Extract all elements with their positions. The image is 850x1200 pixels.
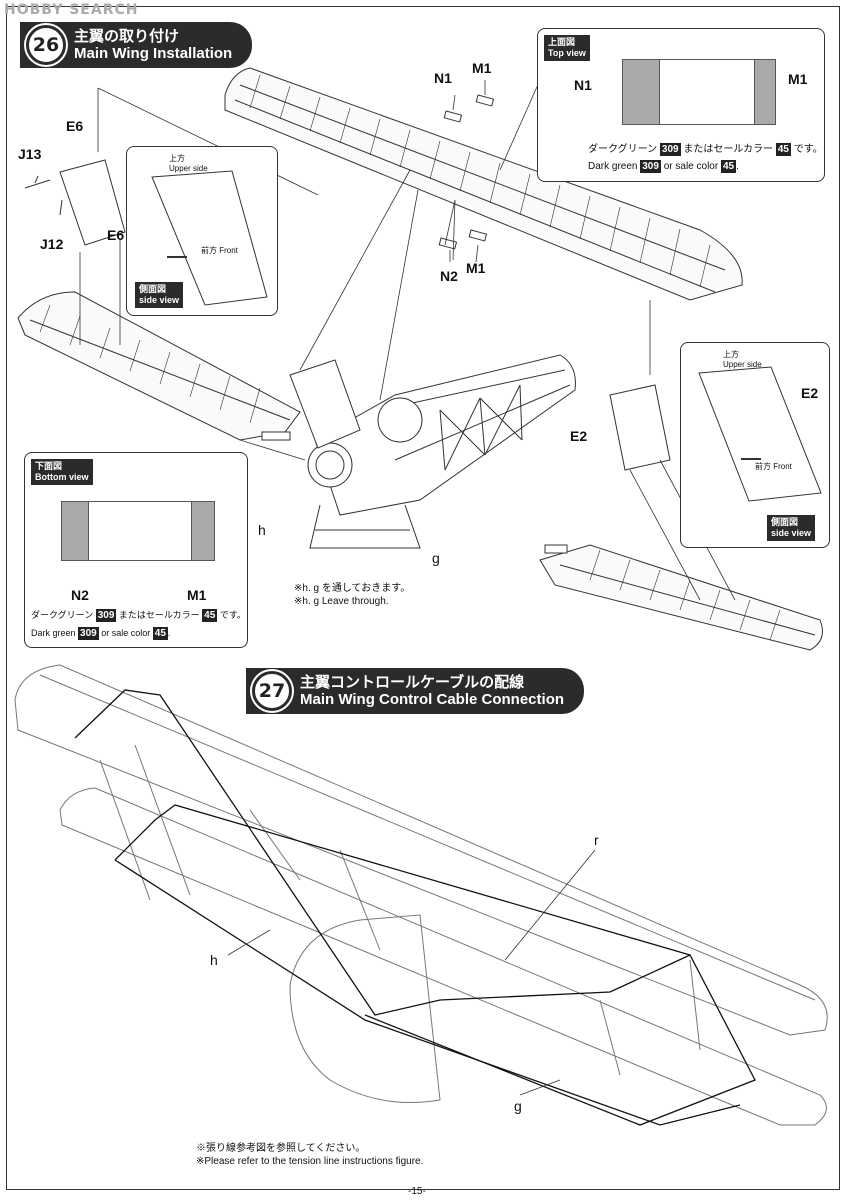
top-view-tag-en: Top view — [548, 48, 586, 58]
bottom-view-note-jp: ダークグリーン 309 またはセールカラー 45 です。 — [31, 609, 246, 622]
bottom-view-tag-en: Bottom view — [35, 472, 89, 482]
step-26-note-en: ※h. g Leave through. — [294, 596, 389, 607]
part-label-j13: J13 — [18, 146, 42, 162]
part-label-n1: N1 — [434, 70, 452, 86]
part-j13-drawing — [24, 175, 51, 189]
step-26-title-jp: 主翼の取り付け — [74, 27, 180, 45]
step-27-number: 27 — [252, 671, 292, 711]
cable-label-h: h — [210, 952, 218, 968]
top-view-note-jp: ダークグリーン 309 またはセールカラー 45 です。 — [588, 143, 823, 156]
watermark: HOBBY SEARCH — [4, 2, 139, 18]
part-label-e2: E2 — [570, 428, 588, 444]
control-cables — [74, 689, 756, 1126]
step-26-number: 26 — [26, 25, 66, 65]
step-26-note-jp: ※h. g を通しておきます。 — [294, 583, 411, 594]
step-27-note-en: ※Please refer to the tension line instru… — [196, 1156, 424, 1167]
part-label-e6: E6 — [66, 118, 84, 134]
part-label-j12: J12 — [40, 236, 64, 252]
top-view-label-m1: M1 — [788, 71, 808, 87]
step-27-header: 27 主翼コントロールケーブルの配線 Main Wing Control Cab… — [246, 668, 585, 714]
left-lower-wing-drawing — [17, 291, 301, 441]
bottom-view-wing-center — [87, 501, 191, 561]
step-27-note: ※張り線参考図を参照してください。 ※Please refer to the t… — [196, 1142, 423, 1168]
side-view-right-front: 前方 Front — [755, 462, 792, 471]
bottom-view-m1-area — [191, 501, 215, 561]
side-view-right-part: E2 — [801, 385, 819, 401]
side-view-left-tag-jp: 側面図 — [139, 284, 167, 294]
top-view-label-n1: N1 — [574, 77, 592, 93]
part-label-h: h — [258, 522, 266, 538]
biplane-drawing — [14, 664, 828, 1126]
bottom-view-note-en: Dark green 309 or sale color 45. — [31, 627, 171, 640]
bottom-view-n2-area — [61, 501, 89, 561]
upper-wing-drawing — [224, 67, 743, 301]
right-lower-wing-drawing — [539, 544, 823, 651]
part-label-n2: N2 — [440, 268, 458, 284]
top-view-m1-area — [754, 59, 776, 125]
step-27-title-jp: 主翼コントロールケーブルの配線 — [300, 673, 525, 691]
part-e2-drawing — [609, 384, 671, 471]
fuselage-drawing — [289, 354, 576, 549]
step-27-title-en: Main Wing Control Cable Connection — [300, 691, 565, 708]
cable-label-r: r — [594, 832, 599, 848]
side-view-left-tag: 側面図 side view — [135, 282, 184, 308]
top-view-wing-center — [658, 59, 754, 125]
top-view-tag: 上面図 Top view — [544, 35, 590, 61]
step-26-header: 26 主翼の取り付け Main Wing Installation — [20, 22, 253, 68]
bottom-view-inset: 下面図 Bottom view N2 M1 ダークグリーン 309 またはセール… — [24, 452, 248, 648]
side-view-right-tag-en: side view — [771, 528, 812, 538]
step-27-note-jp: ※張り線参考図を参照してください。 — [196, 1143, 366, 1154]
part-label-g: g — [432, 550, 440, 566]
side-view-right-tag: 側面図 side view — [767, 515, 816, 541]
step-26-title-en: Main Wing Installation — [74, 45, 233, 62]
top-view-inset: 上面図 Top view N1 M1 ダークグリーン 309 またはセールカラー… — [537, 28, 825, 182]
top-view-tag-jp: 上面図 — [548, 37, 576, 47]
part-label-m1-top: M1 — [472, 60, 492, 76]
side-view-right-strut — [698, 366, 822, 502]
part-j12-drawing — [59, 199, 63, 216]
bottom-view-tag: 下面図 Bottom view — [31, 459, 93, 485]
bottom-view-label-m1: M1 — [187, 587, 207, 603]
bottom-view-label-n2: N2 — [71, 587, 89, 603]
part-label-m1-mid: M1 — [466, 260, 486, 276]
page-number: -15- — [408, 1186, 426, 1197]
part-e6-drawing — [59, 159, 126, 246]
cable-label-g: g — [514, 1098, 522, 1114]
side-view-left-strut — [151, 170, 268, 306]
side-view-left-part: E6 — [107, 227, 125, 243]
side-view-left-tag-en: side view — [139, 295, 180, 305]
side-view-left-front: 前方 Front — [201, 246, 238, 255]
bottom-view-tag-jp: 下面図 — [35, 461, 63, 471]
step-26-note: ※h. g を通しておきます。 ※h. g Leave through. — [294, 582, 410, 608]
side-view-right-tag-jp: 側面図 — [771, 517, 799, 527]
top-view-n1-area — [622, 59, 660, 125]
page-frame — [6, 6, 840, 1190]
top-view-note-en: Dark green 309 or sale color 45. — [588, 160, 739, 173]
